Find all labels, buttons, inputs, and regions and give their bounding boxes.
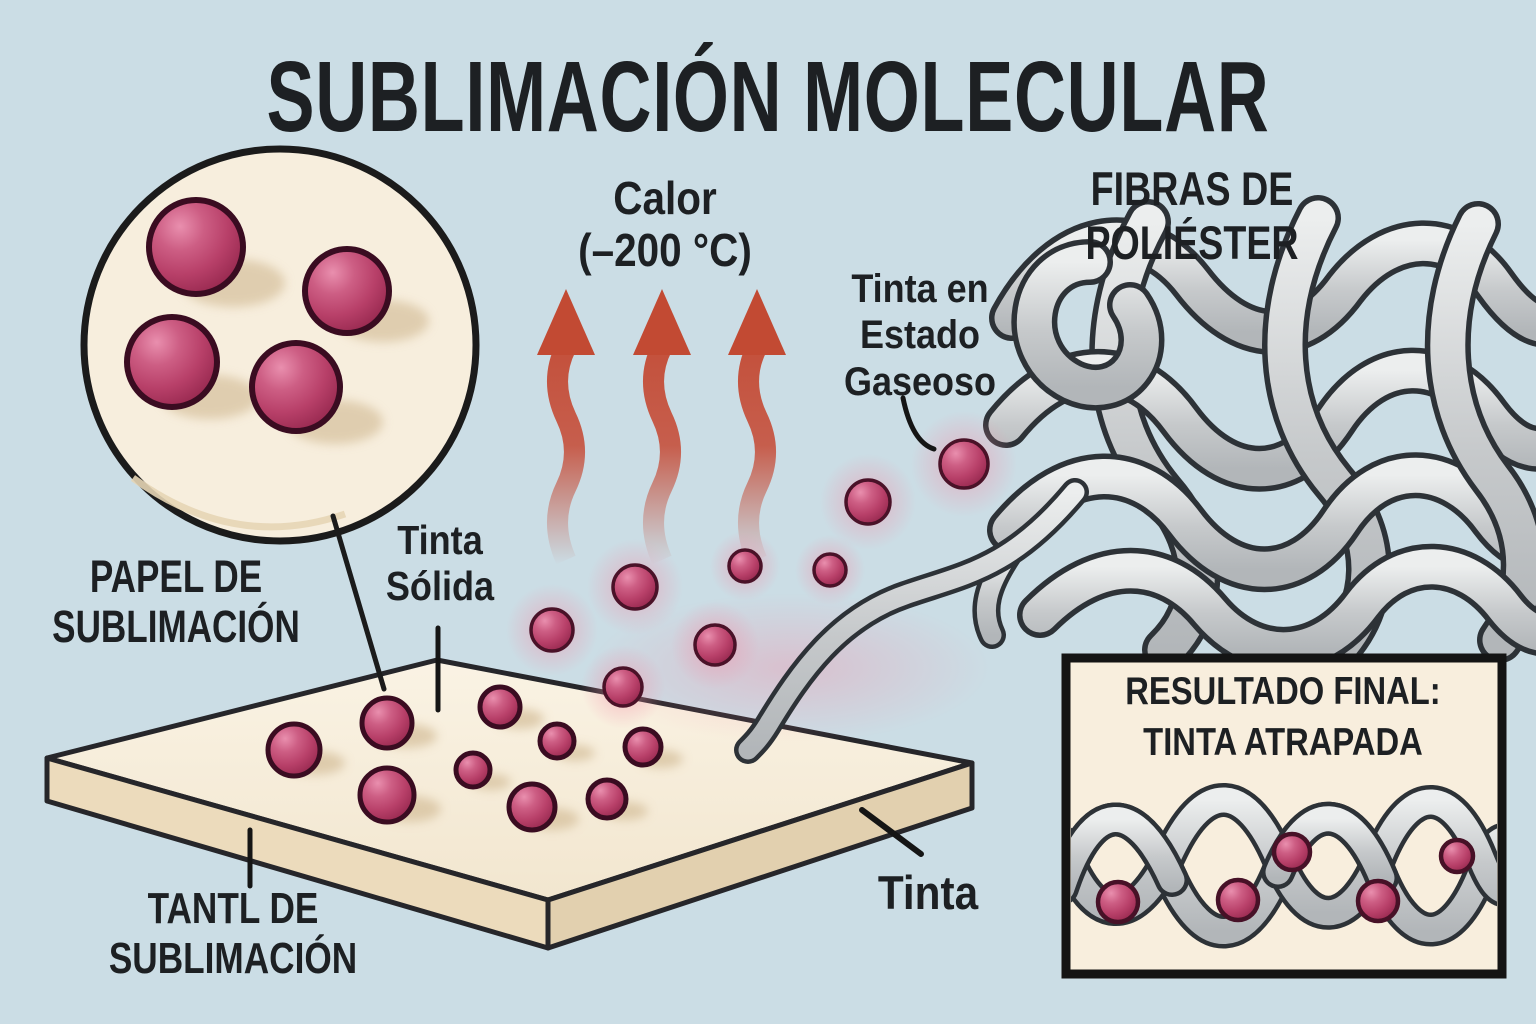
- trapped-ink-molecule: [1355, 878, 1401, 924]
- ink-molecule: [506, 781, 558, 833]
- ink-molecule: [359, 695, 415, 751]
- substrate-label: TANTL DE SUBLIMACIÓN: [93, 884, 373, 984]
- ink-molecule: [477, 684, 523, 730]
- solid-ink-label: Tinta Sólida: [352, 517, 528, 610]
- ink-pointer-line: [859, 807, 924, 857]
- trapped-ink-molecule: [1215, 877, 1261, 923]
- gas-ink-molecule: [844, 478, 892, 526]
- ink-molecule: [537, 721, 577, 761]
- solid-ink-label-line1: Tinta: [397, 517, 483, 563]
- polyester-fibers-label: FIBRAS DE POLIÉSTER: [1085, 162, 1299, 269]
- trapped-ink-molecule: [1095, 879, 1141, 925]
- magnifier-pointer-line: [330, 513, 387, 692]
- polyester-weave-illustration: [972, 195, 1536, 673]
- gas-ink-molecule: [693, 623, 737, 667]
- gas-ink-molecule: [529, 607, 575, 653]
- ink-label: Tinta: [877, 866, 979, 919]
- gaseous-ink-label: Tinta en Estado Gaseoso: [785, 266, 1055, 405]
- paper-molecules: [265, 684, 683, 833]
- sublimation-paper-label-line2: SUBLIMACIÓN: [52, 601, 300, 653]
- ink-molecule: [622, 726, 664, 768]
- gas-ink-molecule: [727, 548, 763, 584]
- gas-ink-molecule: [602, 666, 644, 708]
- trapped-ink-molecule: [1271, 831, 1313, 873]
- result-box-title-line1: RESULTADO FINAL:: [1125, 670, 1441, 713]
- ink-molecule: [302, 246, 392, 336]
- ink-molecule: [249, 340, 343, 434]
- result-box-title: RESULTADO FINAL: TINTA ATRAPADA: [1107, 666, 1460, 769]
- gas-ink-molecule: [812, 552, 848, 588]
- gas-ink-molecule: [611, 563, 659, 611]
- magnifier-circle: [80, 145, 480, 692]
- ink-molecule: [124, 314, 220, 410]
- ink-molecule: [265, 721, 323, 779]
- ink-molecule: [357, 765, 417, 825]
- heat-label: Calor (–200 °C): [489, 172, 841, 277]
- gaseous-ink-label-line3: Gaseoso: [843, 359, 997, 404]
- magnifier-molecules: [124, 197, 429, 444]
- trapped-ink-molecule: [1438, 837, 1476, 875]
- gaseous-ink-label-line2: Estado: [859, 313, 981, 358]
- gaseous-ink-label-line1: Tinta en: [851, 267, 989, 311]
- fiber-strand: [734, 478, 1089, 764]
- heat-arrow-icon: [633, 289, 691, 565]
- gas-label-pointer-line: [900, 395, 937, 452]
- gas-ink-molecule: [938, 438, 990, 490]
- heat-label-line2: (–200 °C): [578, 224, 752, 277]
- sublimation-paper-label-line1: PAPEL DE: [89, 551, 263, 602]
- result-box: [1061, 653, 1507, 979]
- ink-molecule: [453, 750, 493, 790]
- ink-molecule: [585, 777, 629, 821]
- page-title: SUBLIMACIÓN MOLECULAR: [266, 41, 1270, 153]
- substrate-label-line2: SUBLIMACIÓN: [108, 934, 358, 984]
- heat-arrow-icon: [537, 289, 595, 565]
- substrate-label-line1: TANTL DE: [147, 884, 319, 933]
- ink-molecule: [146, 197, 246, 297]
- heat-arrow-icon: [728, 289, 786, 565]
- sublimation-paper-label: PAPEL DE SUBLIMACIÓN: [40, 551, 313, 653]
- result-box-title-line2: TINTA ATRAPADA: [1143, 721, 1423, 765]
- heat-label-line1: Calor: [613, 172, 717, 224]
- heat-arrows: [537, 289, 786, 565]
- solid-ink-label-line2: Sólida: [385, 562, 495, 609]
- trapped-ink-braid: [1071, 783, 1497, 949]
- gas-molecules: [506, 411, 1017, 729]
